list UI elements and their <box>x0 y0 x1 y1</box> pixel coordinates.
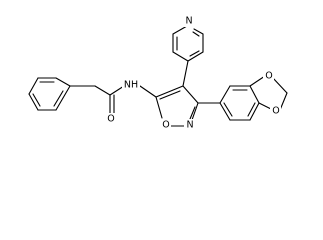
atom-o-dioxole-upper: O <box>265 71 272 82</box>
atom-o-carbonyl: O <box>107 114 114 125</box>
atom-n-isoxazole: N <box>186 120 193 131</box>
atom-label-layer: N NH O O N O O <box>106 15 281 131</box>
phenyl-ring <box>28 77 71 111</box>
chemical-structure: N NH O O N O O <box>28 15 288 131</box>
bond-layer <box>28 25 288 127</box>
atom-o-isoxazole: O <box>162 120 169 131</box>
isoxazole-ring <box>155 85 199 127</box>
bond-pyridine-isoxazole <box>182 60 189 87</box>
amide-linkage <box>69 85 157 114</box>
benzodioxole-benzene-ring <box>219 85 260 121</box>
pyridine-ring <box>172 25 204 62</box>
dioxole-ring <box>249 75 288 111</box>
atom-n-pyridine: N <box>185 16 192 27</box>
atom-nh-amide: NH <box>124 80 138 91</box>
atom-o-dioxole-lower: O <box>272 106 279 117</box>
